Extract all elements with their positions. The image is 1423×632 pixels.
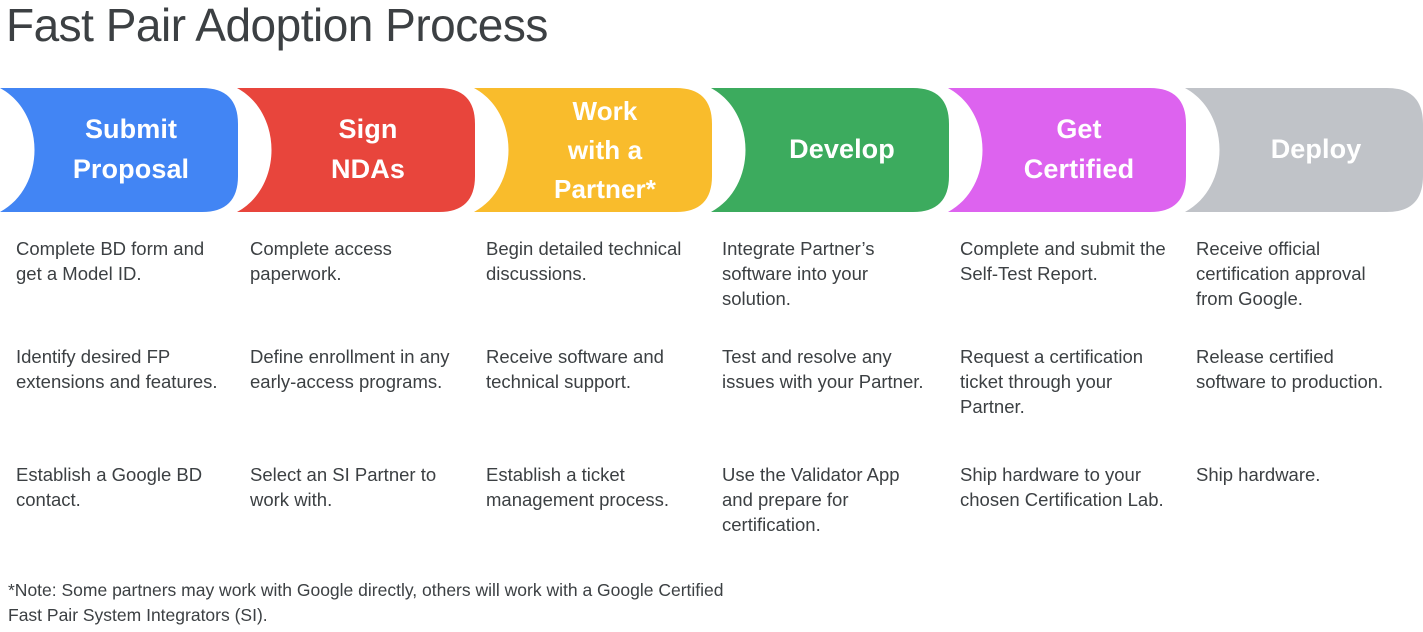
stage-bullet-get-certified-2: Request a certification ticket through y… [960, 346, 1144, 417]
stage-bullet-deploy-3: Ship hardware. [1196, 464, 1321, 485]
stage-column-work-with-a-partner: Begin detailed technical discussions. Rec… [486, 236, 701, 566]
stage-column-sign-ndas: Complete access paperwork. Define enrollm… [250, 236, 450, 566]
stage-bullet-deploy-2: Release certified software to production… [1196, 346, 1384, 392]
stage-chevron-label-get-certified: Get Certified [1023, 114, 1135, 184]
stage-detail-columns: Complete BD form and get a Model ID. Iden… [0, 236, 1423, 566]
stage-bullet-sign-ndas-3: Select an SI Partner to work with. [250, 464, 437, 510]
stage-column-deploy: Receive official certification approval … [1196, 236, 1396, 566]
stage-bullet-sign-ndas-2: Define enrollment in any early-access pr… [250, 346, 450, 392]
stage-chevron-shape-sign-ndas [237, 88, 475, 212]
footnote-note: *Note: Some partners may work with Googl… [8, 580, 724, 625]
stage-chevron-label-work-with-a-partner: Work with a Partner* [554, 95, 656, 204]
stage-chevron-label-submit-proposal: Submit Proposal [72, 114, 190, 184]
stage-chevron-develop[interactable]: Develop [711, 88, 949, 212]
stage-bullet-work-with-a-partner-2: Receive software and technical support. [486, 346, 664, 392]
stage-chevron-shape-develop [711, 88, 949, 212]
stage-chevron-submit-proposal[interactable]: Submit Proposal [0, 88, 238, 212]
stage-chevron-shape-submit-proposal [0, 88, 238, 212]
process-stage-banner: Submit Proposal Sign NDAs Work with a Part… [0, 88, 1423, 212]
stage-chevron-work-with-a-partner[interactable]: Work with a Partner* [474, 88, 712, 212]
stage-chevron-label-deploy: Deploy [1270, 134, 1362, 165]
stage-column-submit-proposal: Complete BD form and get a Model ID. Iden… [16, 236, 228, 566]
stage-chevron-sign-ndas[interactable]: Sign NDAs [237, 88, 475, 212]
stage-bullet-work-with-a-partner-1: Begin detailed technical discussions. [486, 238, 682, 284]
stage-bullet-develop-3: Use the Validator App and prepare for ce… [722, 464, 900, 535]
stage-chevron-shape-get-certified [948, 88, 1186, 212]
stage-chevron-get-certified[interactable]: Get Certified [948, 88, 1186, 212]
stage-bullet-develop-2: Test and resolve any issues with your Pa… [722, 346, 924, 392]
stage-column-get-certified: Complete and submit the Self-Test Report… [960, 236, 1172, 566]
stage-bullet-develop-1: Integrate Partner’s software into your s… [722, 238, 875, 309]
stage-chevron-label-sign-ndas: Sign NDAs [331, 114, 405, 184]
stage-bullet-get-certified-1: Complete and submit the Self-Test Report… [960, 238, 1166, 284]
stage-bullet-work-with-a-partner-3: Establish a ticket management process. [486, 464, 670, 510]
stage-bullet-sign-ndas-1: Complete access paperwork. [250, 238, 392, 284]
stage-bullet-get-certified-3: Ship hardware to your chosen Certificati… [960, 464, 1164, 510]
stage-chevron-shape-work-with-a-partner [474, 88, 712, 212]
page-title: Fast Pair Adoption Process [6, 0, 548, 51]
stage-chevron-label-develop: Develop [789, 134, 895, 165]
stage-bullet-submit-proposal-1: Complete BD form and get a Model ID. [16, 238, 205, 284]
stage-column-develop: Integrate Partner’s software into your s… [722, 236, 927, 566]
stage-bullet-submit-proposal-2: Identify desired FP extensions and featu… [16, 346, 218, 392]
stage-chevron-deploy[interactable]: Deploy [1185, 88, 1423, 212]
stage-bullet-deploy-1: Receive official certification approval … [1196, 238, 1366, 309]
stage-bullet-submit-proposal-3: Establish a Google BD contact. [16, 464, 203, 510]
stage-chevron-shape-deploy [1185, 88, 1423, 212]
